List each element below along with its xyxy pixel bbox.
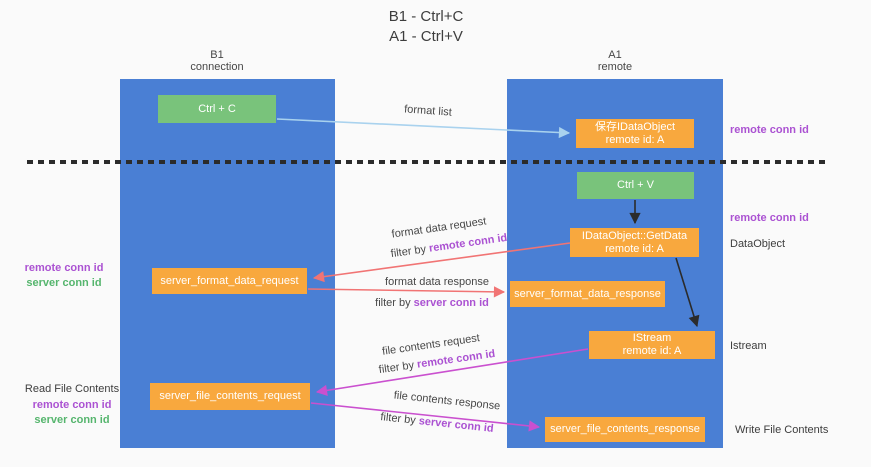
node-server-file-contents-response-label: server_file_contents_response — [550, 423, 700, 435]
label-write-file-contents: Write File Contents — [735, 424, 829, 436]
node-server-format-data-response: server_format_data_response — [510, 281, 665, 307]
label-remote-conn-id-left-bottom: remote conn id — [32, 399, 112, 411]
flow-label-filter-file-response: filter by server conn id — [380, 411, 494, 435]
filter-prefix: filter by — [379, 411, 420, 428]
arrow-format-data-response — [307, 286, 506, 298]
filter-key-remote-conn-id: remote conn id — [428, 231, 508, 255]
lane-a1-name: A1 — [608, 49, 622, 61]
label-istream: Istream — [730, 340, 767, 352]
label-remote-conn-id-top: remote conn id — [730, 124, 809, 136]
node-server-format-data-request-label: server_format_data_request — [160, 274, 299, 287]
lane-header-b1: B1 connection — [157, 49, 277, 73]
filter-prefix: filter by — [390, 242, 430, 261]
node-ctrl-c: Ctrl + C — [158, 95, 276, 123]
lane-a1-role: remote — [597, 61, 633, 73]
phase-separator-dashed-line — [27, 160, 830, 164]
node-idataobject-getdata-line1: IDataObject::GetData — [581, 229, 688, 242]
node-save-idataobject: 保存IDataObject remote id: A — [576, 119, 694, 148]
flow-label-format-list: format list — [403, 103, 453, 119]
flow-label-format-data-response: format data response — [385, 276, 489, 288]
node-ctrl-v: Ctrl + V — [577, 172, 694, 199]
node-server-file-contents-request: server_file_contents_request — [150, 383, 310, 410]
flow-label-file-contents-response: file contents response — [393, 389, 501, 413]
flow-label-filter-format-response: filter by server conn id — [375, 297, 489, 309]
node-save-idataobject-line2: remote id: A — [605, 133, 665, 146]
node-istream: IStream remote id: A — [589, 331, 715, 359]
filter-key-server-conn-id: server conn id — [413, 297, 489, 309]
label-group-left-bottom: remote conn id server conn id — [22, 398, 122, 428]
filter-key-server-conn-id: server conn id — [418, 415, 495, 435]
filter-prefix: filter by — [375, 297, 414, 309]
lane-b1-name: B1 — [210, 49, 224, 61]
label-server-conn-id-left-mid: server conn id — [26, 277, 102, 289]
label-dataobject: DataObject — [730, 238, 786, 250]
node-idataobject-getdata: IDataObject::GetData remote id: A — [570, 228, 699, 257]
title-line-1: B1 - Ctrl+C — [388, 8, 464, 25]
label-server-conn-id-left-bottom: server conn id — [34, 414, 110, 426]
diagram-title: B1 - Ctrl+C A1 - Ctrl+V — [306, 7, 546, 47]
label-group-left-mid: remote conn id server conn id — [14, 261, 114, 291]
label-read-file-contents: Read File Contents — [24, 383, 120, 395]
node-ctrl-c-label: Ctrl + C — [198, 102, 236, 115]
node-save-idataobject-line1: 保存IDataObject — [594, 120, 676, 133]
lane-b1-role: connection — [190, 61, 244, 73]
node-server-file-contents-response: server_file_contents_response — [545, 417, 705, 442]
node-istream-line2: remote id: A — [622, 345, 682, 357]
node-server-format-data-request: server_format_data_request — [152, 268, 307, 294]
filter-prefix: filter by — [378, 358, 418, 377]
label-remote-conn-id-left-mid: remote conn id — [24, 262, 104, 274]
label-remote-conn-id-mid: remote conn id — [730, 212, 809, 224]
node-server-format-data-response-label: server_format_data_response — [514, 287, 661, 300]
node-ctrl-v-label: Ctrl + V — [617, 179, 654, 191]
node-istream-line1: IStream — [632, 332, 672, 344]
lane-header-a1: A1 remote — [555, 49, 675, 73]
node-idataobject-getdata-line2: remote id: A — [605, 242, 664, 255]
node-server-file-contents-request-label: server_file_contents_request — [159, 390, 301, 402]
title-line-2: A1 - Ctrl+V — [389, 28, 463, 45]
